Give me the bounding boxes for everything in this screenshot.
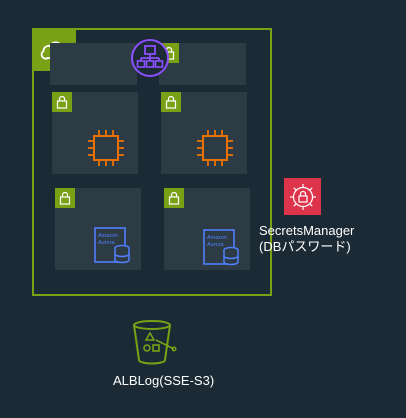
aurora-word1: Amazon — [98, 233, 118, 239]
app-subnet-right — [161, 92, 247, 174]
secrets-manager-icon — [284, 178, 321, 215]
subnet-lock-icon — [55, 188, 75, 208]
secrets-manager-label-line2: (DBパスワード) — [259, 239, 351, 254]
s3-bucket-label: ALBLog(SSE-S3) — [113, 373, 215, 388]
ec2-chip-icon — [195, 128, 235, 168]
subnet-lock-icon — [164, 188, 184, 208]
secrets-manager-label: SecretsManager (DBパスワード) — [259, 223, 354, 255]
db-subnet-right: Amazon Aurora — [164, 188, 250, 270]
aurora-database-icon: Amazon Aurora — [202, 228, 242, 268]
aurora-word2: Aurora — [98, 240, 115, 246]
ec2-chip-icon — [86, 128, 126, 168]
public-subnet-right — [159, 43, 246, 85]
app-subnet-left — [52, 92, 138, 174]
aurora-word1: Amazon — [207, 235, 227, 241]
load-balancer-icon — [130, 38, 170, 78]
aurora-word2: Aurora — [207, 242, 224, 248]
public-subnet-left — [50, 43, 137, 85]
aurora-database-icon: Amazon Aurora — [93, 226, 133, 266]
subnet-lock-icon — [161, 92, 181, 112]
secrets-manager-label-line1: SecretsManager — [259, 223, 355, 238]
s3-bucket-icon — [130, 318, 178, 366]
db-subnet-left: Amazon Aurora — [55, 188, 141, 270]
vpc-group — [32, 28, 272, 296]
subnet-lock-icon — [52, 92, 72, 112]
